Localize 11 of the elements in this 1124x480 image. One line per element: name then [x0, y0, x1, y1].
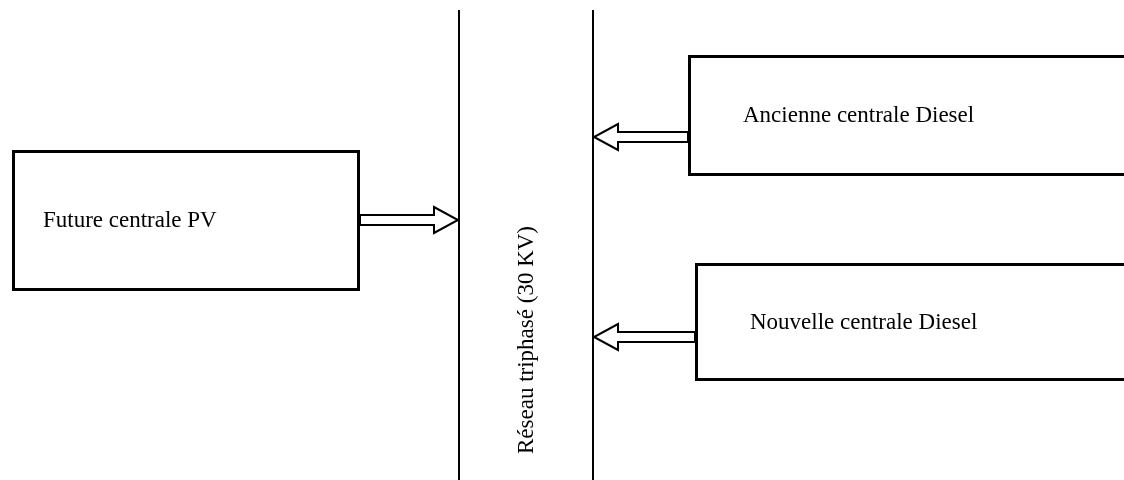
bus-label: Réseau triphasé (30 KV): [511, 226, 539, 454]
plant-label: Ancienne centrale Diesel: [743, 101, 975, 130]
hollow-arrow: [359, 205, 461, 235]
grid-bus-band: [458, 10, 594, 480]
plant-label: Nouvelle centrale Diesel: [750, 307, 978, 336]
plant-label: Future centrale PV: [43, 206, 217, 235]
plant-box: [695, 263, 1124, 381]
plant-box: [688, 55, 1124, 176]
plant-box: [12, 150, 360, 291]
hollow-arrow: [591, 122, 689, 152]
hollow-arrow: [591, 322, 696, 352]
